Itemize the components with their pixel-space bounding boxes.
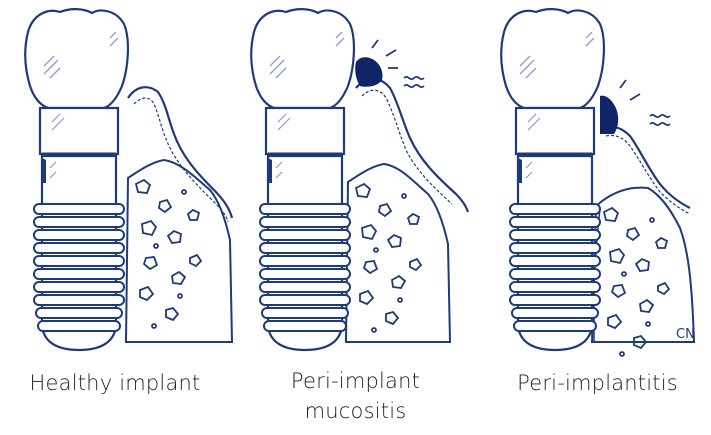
caption-line: Peri-implant [233,366,478,396]
artist-signature: CN [676,327,695,342]
caption-healthy: Healthy implant [0,368,230,398]
inflammation-mark [355,57,382,87]
implant-icon [251,9,354,350]
bone-outline [346,164,450,342]
implant-icon [25,9,128,350]
bone-outline [126,160,232,342]
irritation-lines [620,80,670,125]
caption-mucositis: Peri-implant mucositis [233,366,478,426]
caption-line: Healthy implant [0,368,230,398]
panel-mucositis [251,9,468,350]
caption-line: mucositis [233,396,478,426]
implant-icon [501,9,604,350]
caption-peri-implantitis: Peri-implantitis [484,368,711,398]
panel-peri-implantitis: CN [501,9,695,356]
caption-line: Peri-implantitis [484,368,711,398]
panel-healthy [25,9,232,350]
inflammation-mark [600,96,618,134]
